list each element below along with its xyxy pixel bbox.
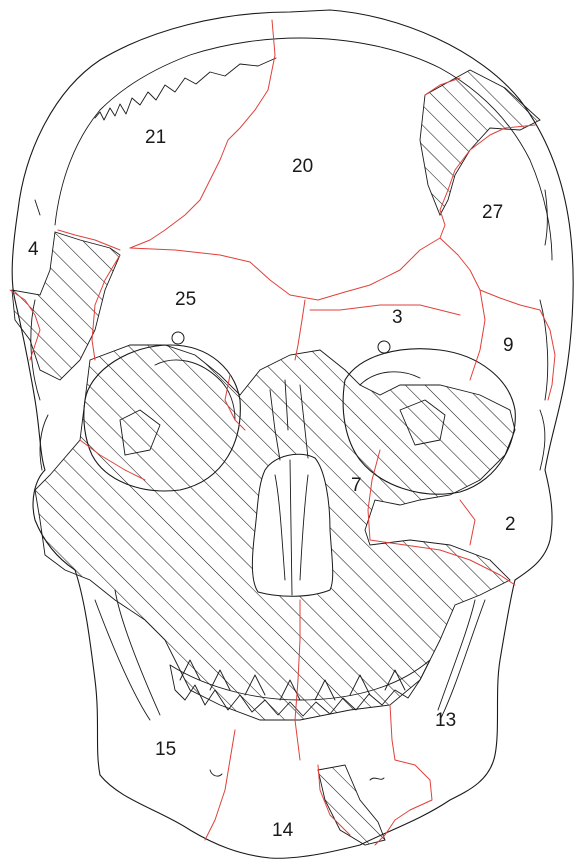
label-21: 21 — [145, 127, 166, 148]
label-25: 25 — [175, 289, 196, 310]
label-7: 7 — [351, 475, 362, 496]
hatched-regions — [12, 70, 540, 845]
label-15: 15 — [155, 739, 176, 760]
label-14: 14 — [272, 820, 294, 841]
nasal-aperture — [252, 454, 332, 596]
label-2: 2 — [505, 514, 516, 535]
label-4: 4 — [28, 239, 39, 260]
hatch-chin — [318, 765, 385, 845]
label-13: 13 — [435, 710, 456, 731]
label-3: 3 — [392, 307, 403, 328]
label-9: 9 — [503, 335, 514, 356]
label-20: 20 — [292, 156, 313, 177]
label-27: 27 — [482, 202, 503, 223]
